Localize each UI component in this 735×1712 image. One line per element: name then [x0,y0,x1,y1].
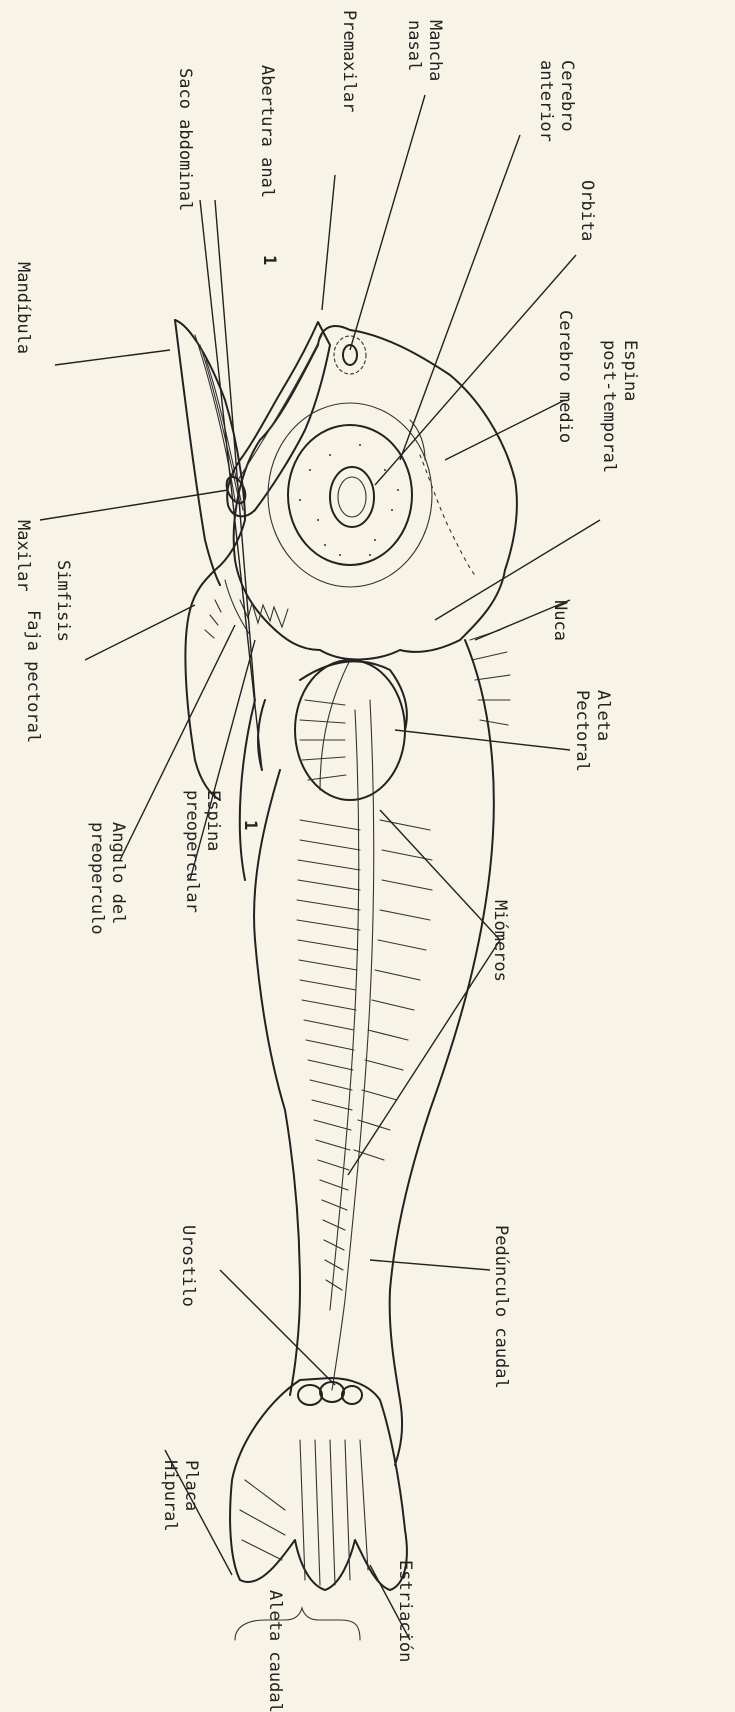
label-estriacion: Estriación [395,1560,415,1662]
label-mandibula: Mandíbula [13,262,33,354]
label-maxilar: Maxilar [13,520,33,592]
label-anal-marker: 1 [240,820,260,830]
label-cerebro-medio: Cerebro medio [555,310,575,443]
label-angulo-preoperculo: Angulo delpreoperculo [87,822,128,935]
myomeres [297,820,432,1290]
label-espina-preopercular: Espinapreopercular [182,790,223,913]
label-saco-abdominal: Saco abdominal [175,68,195,211]
label-urostilo: Urostilo [178,1225,198,1307]
caudal-brace [235,1608,360,1640]
label-miomeros: Miómeros [490,900,510,982]
label-mancha-nasal: Manchanasal [404,20,445,81]
label-faja-pectoral: Faja pectoral [23,610,43,743]
label-cerebro-anterior: Cerebroanterior [536,60,577,142]
body-outline [390,640,494,1465]
caudal-fin [230,1378,407,1590]
label-orbita: Orbita [577,180,597,241]
orbit [288,425,412,565]
label-abertura-anal: Abertura anal [257,65,277,198]
label-abertura-anal-mark: 1 [259,255,279,265]
label-premaxilar: Premaxilar [339,10,359,112]
label-nuca: Nuca [550,600,570,641]
label-pedunculo-caudal: Pedúnculo caudal [491,1225,511,1389]
label-espina-post-temporal: Espinapost-temporal [599,340,640,473]
fish-drawing [175,320,517,1640]
label-aleta-pectoral: AletaPectoral [572,690,613,772]
label-aleta-caudal: Aleta caudal [265,1590,285,1712]
label-placa-hipural: PlacaHipural [160,1460,201,1532]
eye-stipple [299,444,399,556]
label-simfisis: Simfisis [53,560,73,642]
head-outline [234,326,517,659]
